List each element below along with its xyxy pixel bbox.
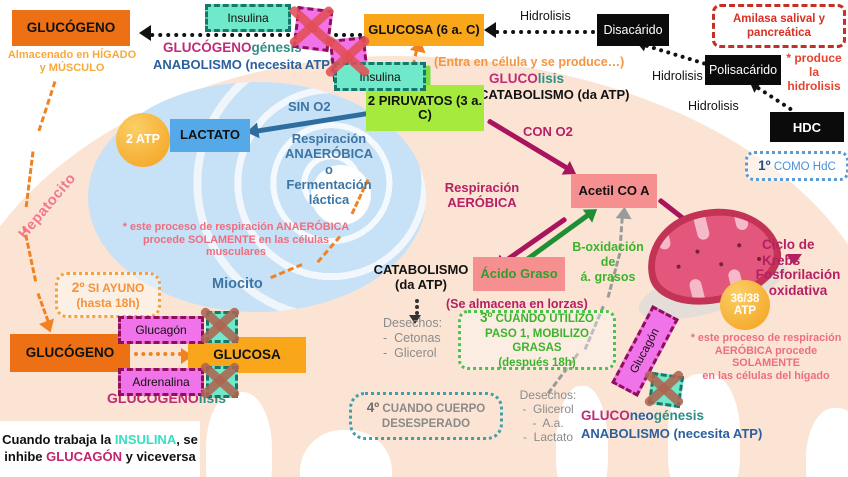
hydrolysis1-label: Hidrolisis (520, 9, 571, 23)
decorative-white-blob (206, 392, 272, 477)
fat-storage-label: (Se almacena en lorzas) (446, 297, 588, 311)
step1-box: 1º COMO HdC (745, 151, 848, 181)
glucose-bottom-box: GLUCOSA (188, 337, 306, 373)
insulin-glucagon-note: Cuando trabaja la INSULINA, se inhibe GL… (0, 421, 200, 477)
insulin-2-box: Insulina (334, 62, 426, 91)
glycolysis-label: GLUCOlisis (489, 71, 565, 86)
blocked-x-icon (199, 361, 241, 400)
krebs-down-arrow-icon (786, 254, 802, 265)
krebs-cycle-label: Ciclo de Krebs (762, 237, 815, 268)
glucagon-box: Glucagón (118, 316, 204, 344)
disaccharide-box: Disacárido (597, 14, 669, 46)
glycogen-caption: Almacenado en HÍGADO y MÚSCULO (7, 49, 137, 74)
arrowhead-icon (484, 22, 496, 38)
catabolism-top-label: CATABOLISMO (da ATP) (479, 87, 630, 102)
step3-box: 3º CUANDO UTILIZO PASO 1, MOBILIZO GRASA… (458, 310, 616, 370)
blocked-x-icon (324, 34, 372, 80)
glucose-top-box: GLUCOSA (6 a. C) (364, 14, 484, 46)
blocked-x-icon (199, 306, 241, 345)
lactate-box: LACTATO (170, 119, 250, 152)
glycogenesis-label: GLUCÓGENOgénesis (163, 40, 302, 55)
hydrolysis2-label: Hidrolisis (652, 69, 703, 83)
catabolism-fat-label: CATABOLISMO (da ATP) (373, 262, 469, 293)
blocked-x-icon (643, 369, 685, 408)
produces-hydrolysis-label: * produce la hidrolisis (786, 51, 842, 94)
decorative-white-blob (556, 386, 608, 477)
arrowhead-icon (615, 206, 633, 220)
step4-box: 4º CUANDO CUERPO DESESPERADO (349, 392, 503, 440)
aerobic-respiration-label: Respiración AERÓBICA (444, 180, 520, 211)
atp-3638-circle: 36/38 ATP (720, 280, 770, 330)
oxidative-phosphorylation-label: Fosforilación oxidativa (755, 267, 841, 298)
glycogen-top-box: GLUCÓGENO (12, 10, 130, 46)
polysaccharide-box: Polisacárido (705, 55, 781, 85)
anaerobic-respiration-label: Respiración ANAERÓBICA o Fermentación lá… (284, 131, 374, 208)
arrowhead-icon (139, 25, 151, 41)
fatty-acid-box: Ácido Graso (473, 257, 565, 291)
hydrolysis3-label: Hidrolisis (688, 99, 739, 113)
pyruvates-label: 2 PIRUVATOS (3 a. C) (367, 92, 483, 122)
glycogen-bottom-box: GLUCÓGENO (10, 334, 130, 372)
catabolism-waste-arrow (409, 299, 421, 324)
disaccharide-to-glucose-arrow (484, 22, 595, 38)
anabolism-top-label: ANABOLISMO (necesita ATP) (153, 57, 335, 72)
amylase-box: Amilasa salival y pancreática (712, 4, 846, 48)
glucose-top-label: GLUCOSA (6 a. C) (368, 21, 480, 37)
hdc-box: HDC (770, 112, 844, 142)
waste-fat-list: Desechos: - Cetonas - Glicerol (383, 316, 443, 360)
gluconeogenesis-label: GLUCOneogénesis (581, 408, 705, 423)
step2-box: 2º SI AYUNO (hasta 18h) (55, 272, 161, 318)
insulin-top-box: Insulina (205, 4, 291, 32)
aerobic-note: * este proceso de respiración AERÓBICA p… (690, 332, 842, 383)
myocyte-nucleus (311, 164, 372, 225)
con-o2-label: CON O2 (523, 124, 573, 139)
fasting-path-segment (37, 81, 57, 132)
acetyl-coa-box: Acetil CO A (571, 174, 657, 208)
glycogen-top-label: GLUCÓGENO (26, 19, 116, 35)
beta-oxidation-label: B-oxidación de á. grasos (572, 240, 644, 284)
pyruvates-box: 2 PIRUVATOS (3 a. C) (366, 85, 484, 131)
enters-cell-label: (Entra en célula y se produce…) (434, 55, 625, 69)
sin-o2-label: SIN O2 (288, 99, 331, 114)
anaerobic-note: * este proceso de respiración ANAERÓBICA… (122, 221, 350, 259)
glycogenolysis-arrow (134, 348, 193, 364)
anabolism-bottom-label: ANABOLISMO (necesita ATP) (581, 426, 763, 441)
waste-bottom-list: Desechos: - Glicerol - A.a. - Lactato (519, 388, 577, 445)
myocyte-label: Miocito (212, 276, 263, 292)
atp-2-circle: 2 ATP (116, 113, 170, 167)
adrenaline-box: Adrenalina (118, 368, 204, 396)
